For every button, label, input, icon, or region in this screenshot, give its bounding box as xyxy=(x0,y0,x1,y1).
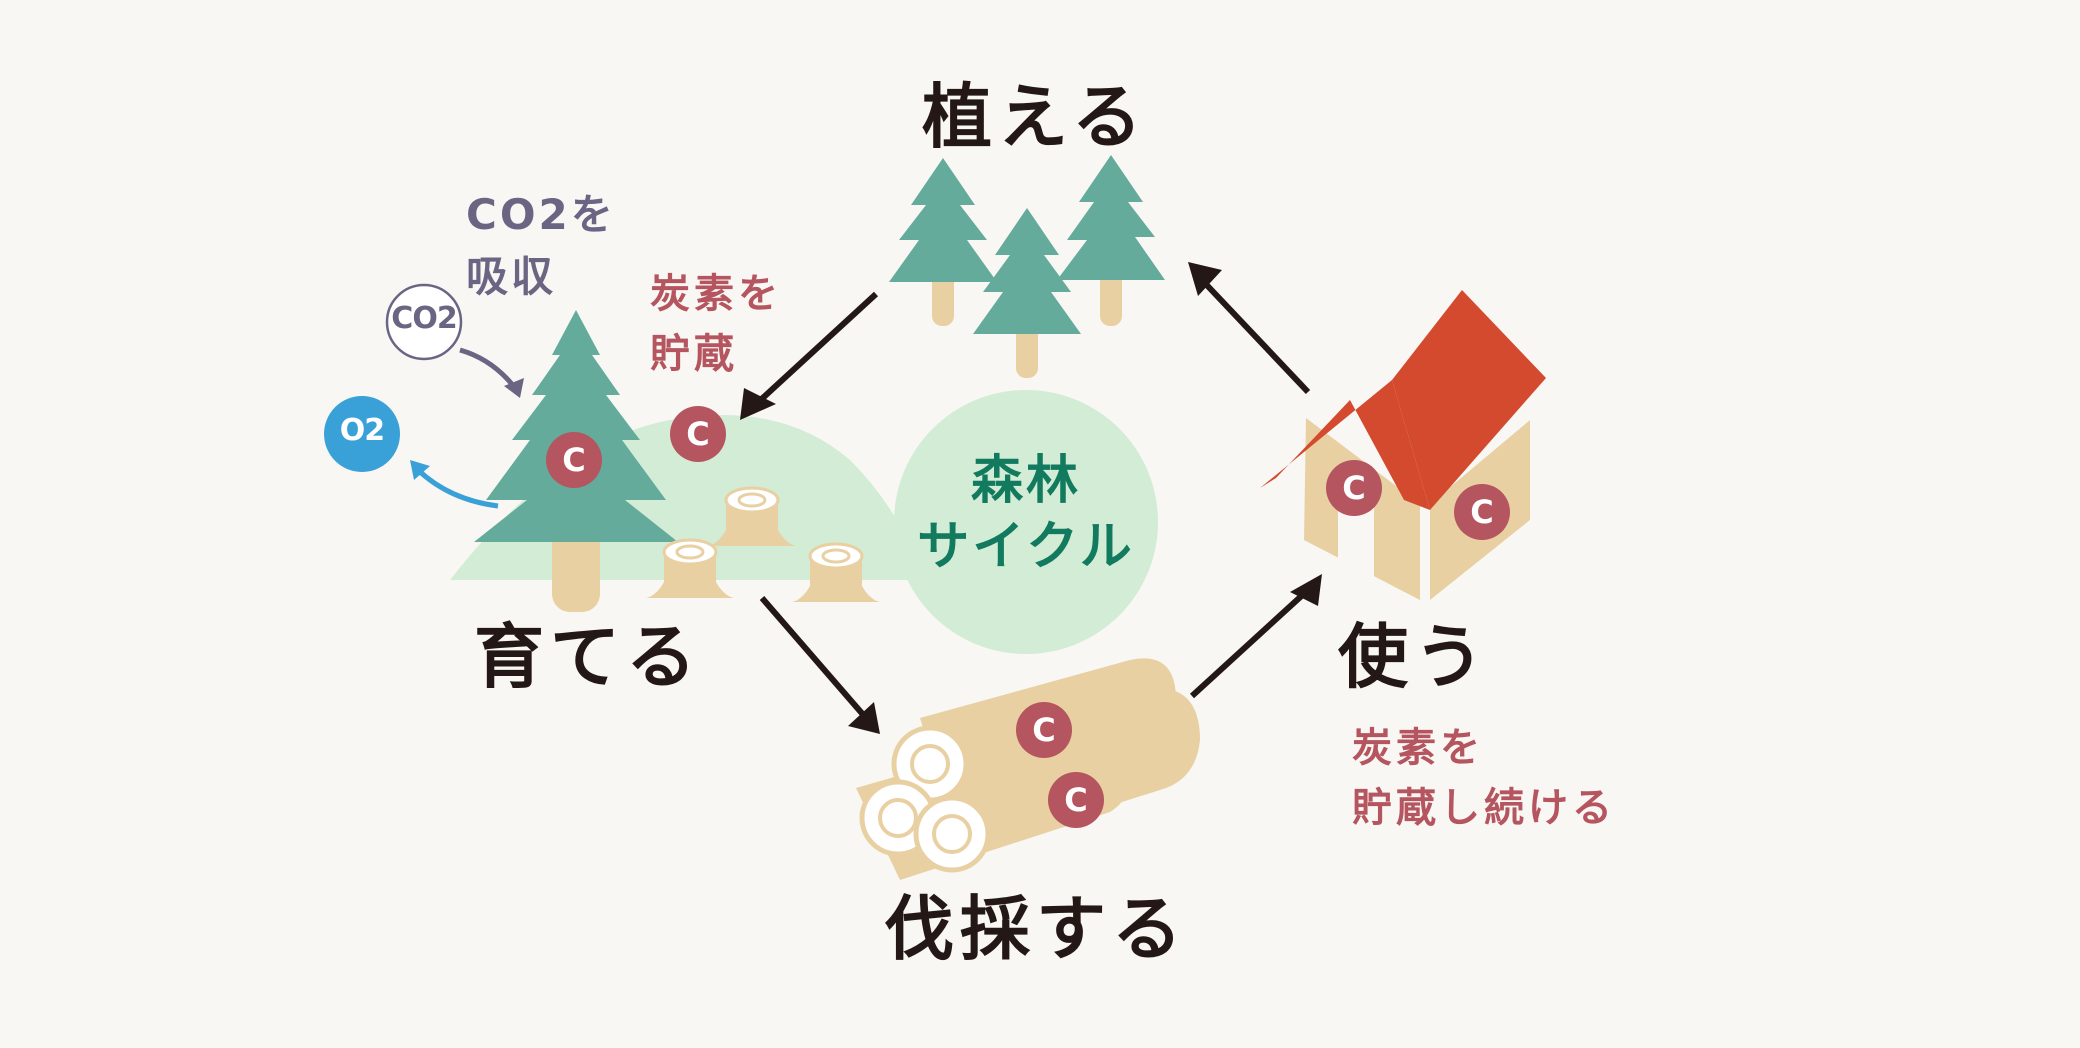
note-store: 炭素を 貯蔵 xyxy=(650,264,782,384)
growing-scene xyxy=(450,310,925,612)
note-store-line1: 炭素を xyxy=(650,271,782,317)
carbon-label-log-2: C xyxy=(1064,781,1088,819)
carbon-label-house-1: C xyxy=(1342,469,1366,507)
carbon-label-house-2: C xyxy=(1470,493,1494,531)
house xyxy=(1260,290,1546,600)
planting-trees xyxy=(889,155,1165,378)
stage-label-grow: 育てる xyxy=(474,616,702,698)
center-label-line2: サイクル xyxy=(917,517,1135,577)
co2-badge xyxy=(385,283,463,361)
arrow-harvest-to-use xyxy=(1189,587,1311,699)
center-label: 森林 サイクル xyxy=(916,448,1136,580)
stage-label-use: 使う xyxy=(1338,616,1490,698)
center-circle xyxy=(894,390,1158,654)
note-store-line2: 貯蔵 xyxy=(650,331,738,377)
note-keep-store: 炭素を 貯蔵し続ける xyxy=(1352,718,1616,838)
note-absorb-line1: CO2を xyxy=(466,190,616,239)
logs xyxy=(856,658,1200,880)
carbon-label-log-1: C xyxy=(1032,711,1056,749)
stage-label-plant: 植える xyxy=(922,76,1148,158)
note-absorb: CO2を 吸収 xyxy=(466,184,616,308)
arrow-plant-to-grow xyxy=(751,291,879,409)
o2-badge-label: O2 xyxy=(339,413,385,448)
carbon-label-hill: C xyxy=(686,415,710,453)
arrow-grow-to-harvest xyxy=(759,596,869,720)
note-absorb-line2: 吸収 xyxy=(466,252,557,301)
note-keep-store-line1: 炭素を xyxy=(1352,725,1484,771)
arrow-use-to-plant xyxy=(1199,277,1311,395)
o2-badge xyxy=(324,396,400,472)
o2-release-arrow xyxy=(416,468,499,509)
big-tree xyxy=(474,310,678,542)
stage-label-harvest: 伐採する xyxy=(884,888,1188,970)
note-keep-store-line2: 貯蔵し続ける xyxy=(1352,785,1616,831)
carbon-label-tree: C xyxy=(562,441,586,479)
center-label-line1: 森林 xyxy=(970,451,1081,511)
co2-badge-label: CO2 xyxy=(391,301,457,336)
